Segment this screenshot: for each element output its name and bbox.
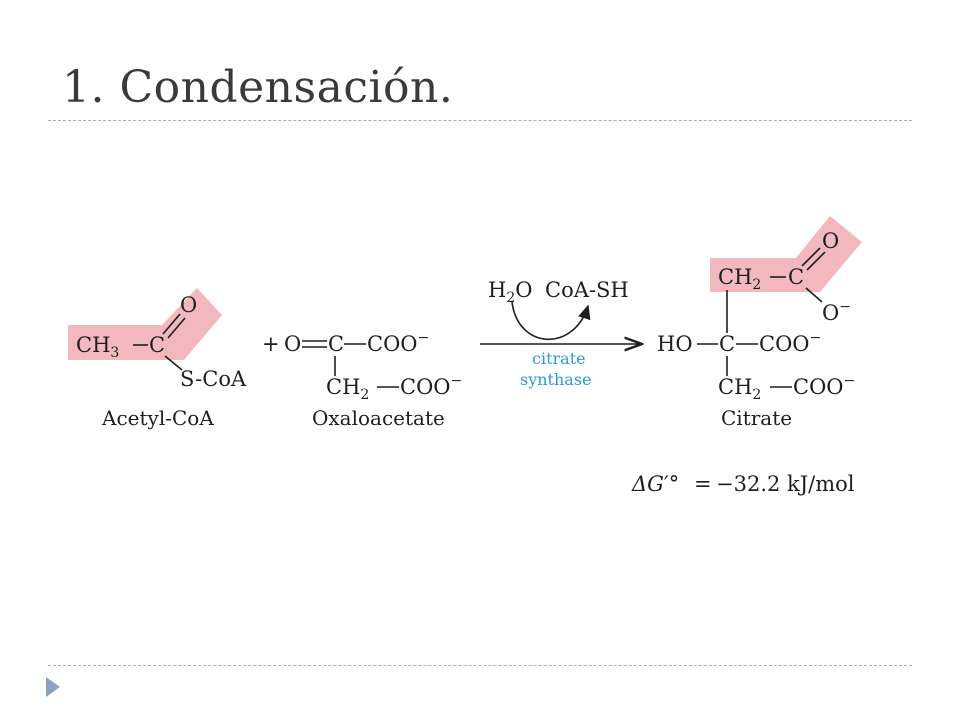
acetyl-coa-molecule: CH3 C O S-CoA Acetyl-CoA	[76, 293, 247, 430]
citrate-c-mid: C	[719, 332, 735, 356]
acetyl-carbon: C	[149, 333, 165, 357]
citrate-ch2-bottom: CH2	[718, 375, 761, 403]
oxalo-coo2: COO−	[400, 373, 462, 399]
citrate-coo: COO−	[759, 330, 821, 356]
oxalo-coo: COO−	[367, 330, 429, 356]
slide-title: 1. Condensación.	[62, 62, 454, 113]
citrate-label: Citrate	[721, 406, 792, 430]
oxalo-oxygen: O	[284, 332, 301, 356]
delta-g-equals: =	[694, 472, 712, 496]
coash-product: CoA-SH	[545, 278, 629, 302]
citrate-coo-bottom: COO−	[793, 373, 855, 399]
citrate-ch2-top: CH2	[718, 265, 761, 293]
h2o-reactant: H2O	[488, 278, 532, 306]
acetyl-scoa: S-CoA	[180, 367, 247, 391]
citrate-acetyl-highlight	[710, 216, 862, 292]
acetyl-oxygen: O	[180, 293, 197, 317]
oxaloacetate-label: Oxaloacetate	[312, 406, 445, 430]
reaction-arrow: H2O CoA-SH citrate synthase	[480, 278, 642, 389]
citrate-ho: HO	[657, 332, 693, 356]
acetyl-group-highlight	[68, 288, 222, 360]
enzyme-name-line1: citrate	[532, 349, 586, 368]
delta-g-value: −32.2 kJ/mol	[716, 472, 855, 496]
triangle-bullet-icon	[46, 677, 60, 697]
acetyl-coa-label: Acetyl-CoA	[101, 406, 214, 430]
citrate-molecule: CH2 C O O− HO C COO− CH2 COO− Citrate	[657, 229, 855, 430]
free-energy: ΔG′° = −32.2 kJ/mol	[631, 472, 855, 496]
delta-g-symbol: ΔG′°	[631, 472, 679, 496]
enzyme-name-line2: synthase	[520, 370, 592, 389]
plus-sign: +	[262, 332, 280, 356]
title-divider	[48, 120, 912, 121]
citrate-o-top: O	[822, 229, 839, 253]
footer-divider	[48, 665, 912, 666]
acetyl-ch3: CH3	[76, 333, 119, 361]
citrate-c-top: C	[788, 265, 804, 289]
oxalo-ch2: CH2	[326, 375, 369, 403]
citrate-o-minus: O−	[822, 299, 851, 325]
oxaloacetate-molecule: O C COO− CH2 COO− Oxaloacetate	[284, 330, 462, 430]
oxalo-carbon: C	[328, 332, 344, 356]
